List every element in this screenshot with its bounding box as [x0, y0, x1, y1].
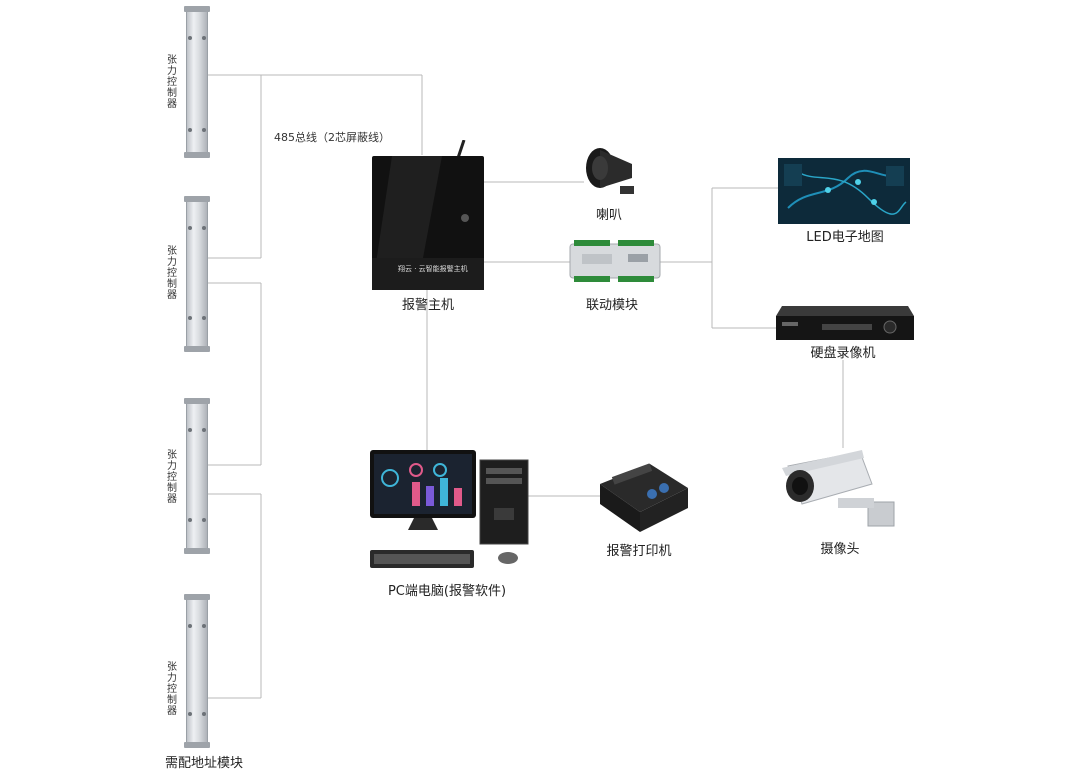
camera-icon — [780, 448, 900, 532]
printer-icon — [598, 458, 690, 536]
led-map-icon — [778, 158, 910, 224]
dvr-icon — [776, 304, 914, 344]
tension-controller-4 — [184, 594, 210, 748]
bus-label: 485总线（2芯屏蔽线） — [274, 131, 390, 144]
linkage-module-icon — [568, 238, 662, 284]
linkage-module-label: 联动模块 — [585, 298, 638, 313]
dvr-label: 硬盘录像机 — [810, 346, 876, 361]
alarm-host-panel-text: 翔云 · 云智能报警主机 — [398, 265, 468, 273]
pc-icon — [368, 448, 532, 572]
pc-label: PC端电脑(报警软件) — [387, 584, 507, 599]
controller-label-3: 张力控制器 — [167, 450, 177, 505]
address-module-label: 需配地址模块 — [164, 756, 243, 771]
tension-controller-1 — [184, 6, 210, 158]
tension-controller-3 — [184, 398, 210, 554]
printer-label: 报警打印机 — [606, 544, 672, 559]
controller-label-2: 张力控制器 — [167, 246, 177, 301]
controller-label-1: 张力控制器 — [167, 55, 177, 110]
controller-label-4: 张力控制器 — [167, 662, 177, 717]
alarm-host-label: 报警主机 — [401, 298, 454, 313]
led-map-label: LED电子地图 — [806, 230, 884, 245]
camera-label: 摄像头 — [820, 542, 860, 557]
tension-controller-2 — [184, 196, 210, 352]
alarm-host-icon: 翔云 · 云智能报警主机 — [372, 139, 486, 292]
speaker-label: 喇叭 — [595, 208, 622, 223]
speaker-icon — [582, 144, 640, 202]
